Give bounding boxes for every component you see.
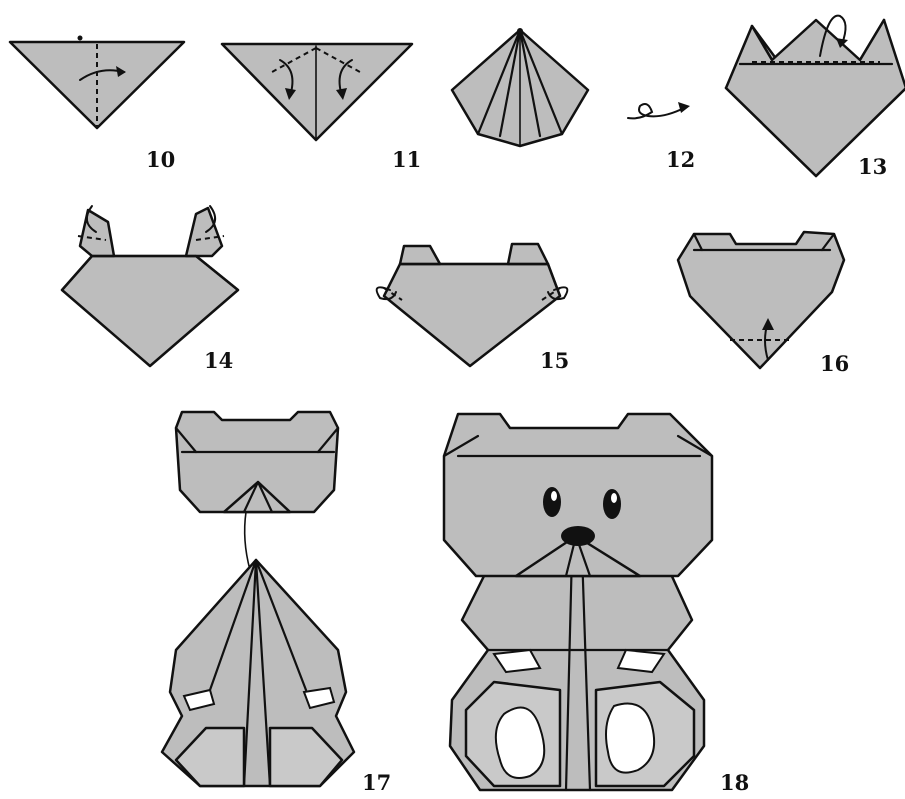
step-13-diagram: [726, 16, 905, 176]
step-17-connector: [245, 512, 250, 570]
step-16-number: 16: [820, 351, 849, 376]
step-15-number: 15: [540, 348, 569, 373]
step-14-ear-right: [186, 208, 222, 256]
step-16-shape: [678, 232, 844, 368]
step-11-number: 11: [392, 147, 421, 172]
step-17-number: 17: [362, 770, 391, 795]
step-18-number: 18: [720, 770, 749, 795]
step-18-nose: [561, 526, 595, 546]
step-15-diagram: [377, 244, 568, 366]
step-14-ear-left: [80, 210, 114, 256]
step-11-diagram: [222, 44, 412, 140]
step-15-body: [384, 264, 560, 366]
step-10-diagram: [10, 36, 184, 129]
step-13-body: [726, 20, 905, 176]
step-18-eye-left: [543, 487, 561, 517]
step-16-diagram: [678, 232, 844, 368]
step-17-diagram: [162, 412, 354, 786]
step-18-foot-pad-left: [496, 708, 544, 778]
step-15-ear-right: [508, 244, 548, 264]
step-11-triangle: [222, 44, 412, 140]
step-12-diagram: [452, 28, 690, 146]
step-18-eye-right: [603, 489, 621, 519]
step-18-diagram: [444, 414, 712, 790]
step-12-tip: [517, 28, 523, 34]
step-15-ear-left: [400, 246, 440, 264]
step-10-number: 10: [146, 147, 175, 172]
step-18-eye-left-highlight: [551, 491, 557, 501]
step-18-eye-right-highlight: [611, 493, 617, 503]
step-14-diagram: [62, 206, 238, 366]
step-14-number: 14: [204, 348, 233, 373]
turn-over-icon: [628, 104, 684, 118]
turn-over-arrowhead: [678, 102, 690, 113]
step-12-number: 12: [666, 147, 695, 172]
step-18-foot-pad-right: [606, 704, 654, 773]
step-10-mark: [78, 36, 83, 41]
step-13-number: 13: [858, 154, 887, 179]
